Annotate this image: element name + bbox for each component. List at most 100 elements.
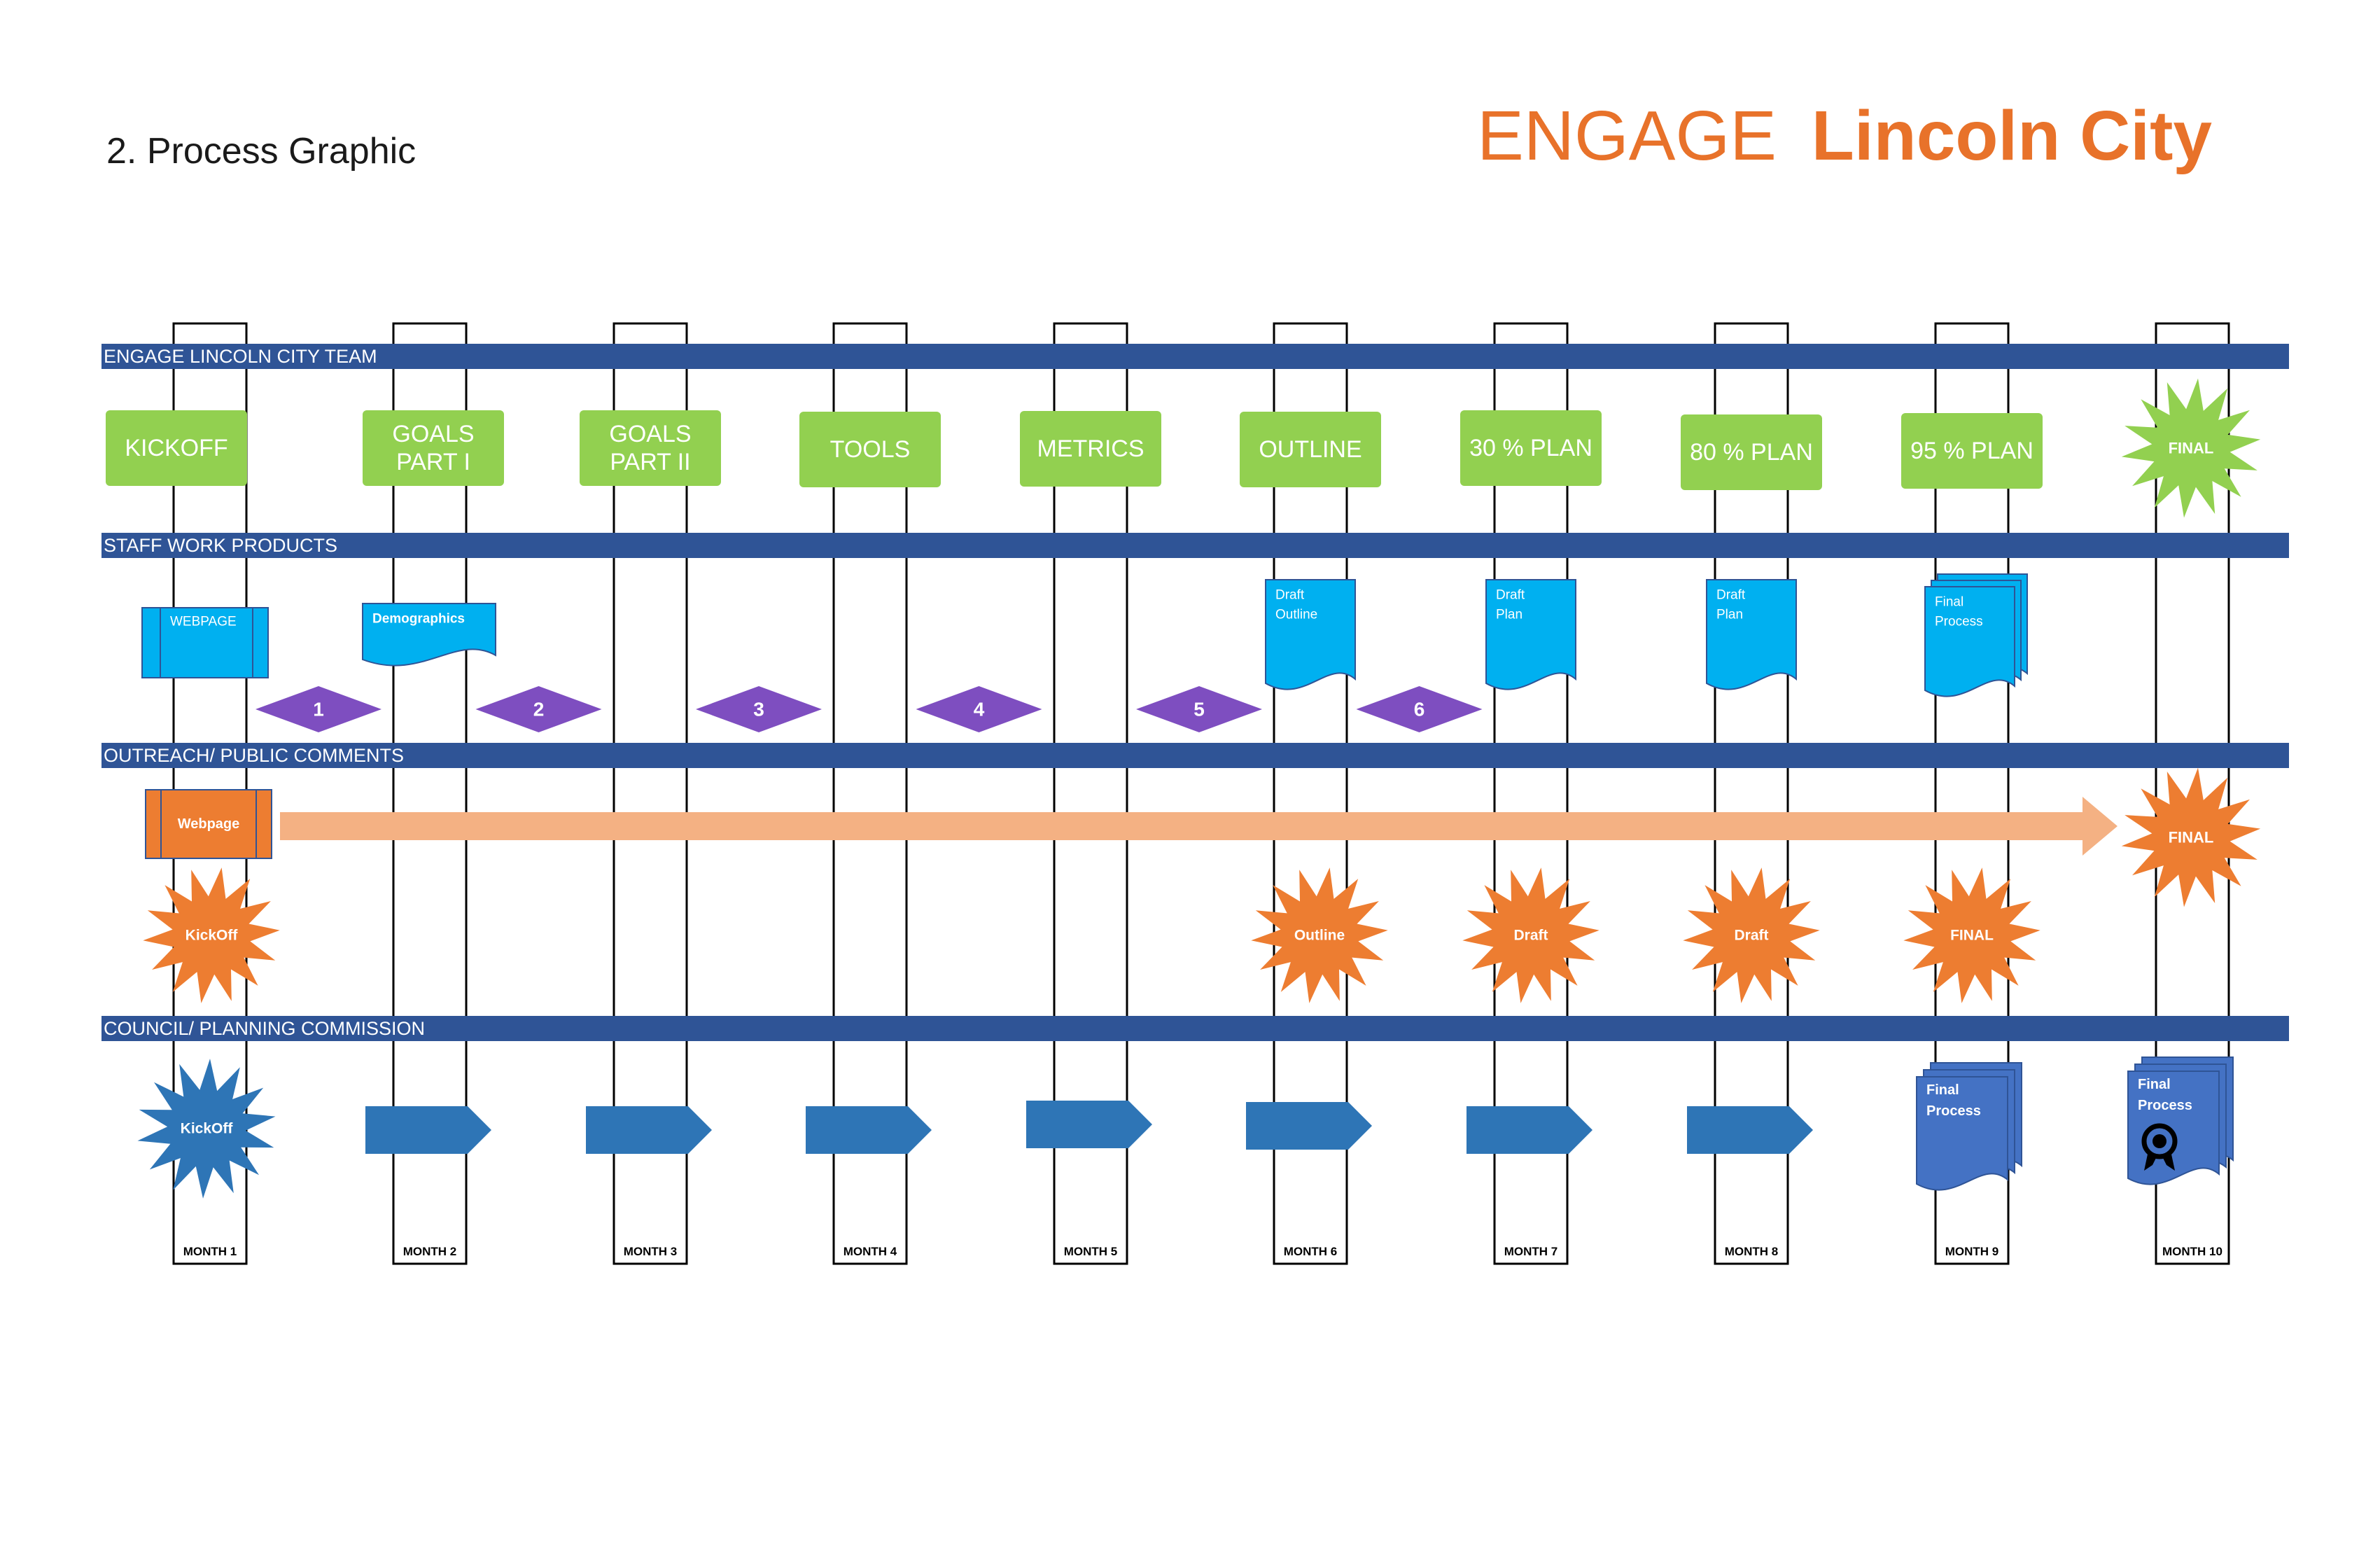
phase-label: TOOLS [830,436,911,463]
staff-product-webpage: WEBPAGE [141,607,269,678]
month-label: MONTH 7 [1504,1245,1558,1258]
phase-label: METRICS [1037,435,1144,462]
phase-label: FINAL [2169,440,2214,457]
month-column-5: MONTH 5 [1053,322,1128,1265]
brand-word-lincoln-city: Lincoln City [1812,97,2213,175]
review-diamond [475,686,602,732]
phase-label: OUTLINE [1259,436,1362,463]
outreach-event-outline: Outline [1251,867,1388,1003]
phase-box [363,410,504,486]
product-label: Demographics [372,612,465,627]
phase-kickoff: KICKOFF [106,410,247,486]
product-label: WEBPAGE [170,615,237,629]
review-diamond [1136,686,1262,732]
phase-box [799,412,941,487]
phase-80-plan: 80 % PLAN [1681,414,1822,490]
outreach-event-label: KickOff [186,928,239,944]
month-label: MONTH 9 [1945,1245,1999,1258]
month-label: MONTH 10 [2162,1245,2222,1258]
council-label: Final [1926,1082,1959,1098]
council-step-arrow [1687,1106,1813,1154]
lane-band-1: ENGAGE LINCOLN CITY TEAM [102,344,2289,369]
review-step-5: 5 [1136,686,1262,732]
review-step-number: 5 [1194,699,1205,720]
review-step-6: 6 [1356,686,1483,732]
phase-label: PART I [396,449,470,475]
month-column-8: MONTH 8 [1714,322,1789,1265]
council-item-month-8 [1687,1106,1813,1154]
phase-box [1681,414,1822,490]
month-column-10: MONTH 10 [2155,322,2230,1265]
lane-label: ENGAGE LINCOLN CITY TEAM [104,346,377,367]
review-step-4: 4 [916,686,1042,732]
review-step-1: 1 [255,686,382,732]
brand-logo: ENGAGE Lincoln City [1477,97,2212,175]
phase-label: GOALS [392,421,474,447]
outreach-event-draft: Draft [1462,867,1600,1003]
council-item-month-3 [586,1106,712,1154]
lane-band-2: STAFF WORK PRODUCTS [102,533,2289,558]
product-label: Outline [1275,608,1317,622]
product-label: Final [1935,595,1963,610]
outreach-event-final: FINAL [1903,867,2040,1003]
brand-word-engage: ENGAGE [1477,97,1777,175]
month-label: MONTH 4 [844,1245,897,1258]
council-item-month-7 [1466,1106,1592,1154]
phase-95-plan: 95 % PLAN [1901,413,2043,489]
month-column-3: MONTH 3 [612,322,688,1265]
review-diamond [696,686,822,732]
council-label: Process [2138,1098,2192,1113]
outreach-event-label: FINAL [1950,928,1994,944]
phase-final: FINAL [2121,378,2261,518]
lane-label: STAFF WORK PRODUCTS [104,535,337,556]
council-label: Process [1926,1103,1981,1119]
product-label: Draft [1716,588,1746,603]
outreach-event-label: Draft [1734,928,1768,944]
review-step-number: 6 [1414,699,1425,720]
product-label: Draft [1496,588,1525,603]
month-label: MONTH 6 [1284,1245,1338,1258]
outreach-label: Webpage [178,816,240,832]
month-column-4: MONTH 4 [832,322,908,1265]
month-label: MONTH 1 [183,1245,237,1258]
review-step-number: 4 [974,699,985,720]
lane-bands: ENGAGE LINCOLN CITY TEAM STAFF WORK PRODU… [102,344,2289,1041]
council-step-arrow [586,1106,712,1154]
review-step-number: 1 [313,699,324,720]
product-label: Plan [1716,608,1743,622]
month-column-9: MONTH 9 [1934,322,2010,1265]
page-heading: 2. Process Graphic [106,131,416,172]
month-column-7: MONTH 7 [1493,322,1569,1265]
phase-30-plan: 30 % PLAN [1460,410,1602,486]
outreach-event-label: Outline [1294,928,1345,944]
phase-outline: OUTLINE [1240,412,1381,487]
phase-label: KICKOFF [125,435,227,461]
lane-label: OUTREACH/ PUBLIC COMMENTS [104,745,404,766]
council-step-arrow [806,1106,932,1154]
lane-band-3: OUTREACH/ PUBLIC COMMENTS [102,743,2289,768]
phase-box [1020,411,1161,487]
outreach-item-webpage: Webpage [145,789,272,859]
phase-box [1901,413,2043,489]
outreach-event-label: Draft [1513,928,1548,944]
phase-metrics: METRICS [1020,411,1161,487]
phase-label: 95 % PLAN [1910,438,2033,464]
outreach-label: FINAL [2169,829,2214,846]
review-step-number: 3 [753,699,764,720]
outreach-item-final: FINAL [2121,767,2261,907]
phase-label: 30 % PLAN [1469,435,1592,461]
phase-label: PART II [610,449,690,475]
council-item-month-1: KickOff [137,1059,276,1199]
month-column-6: MONTH 6 [1273,322,1348,1265]
phase-tools: TOOLS [799,412,941,487]
lane-band-4: COUNCIL/ PLANNING COMMISSION [102,1016,2289,1041]
council-item-month-4 [806,1106,932,1154]
